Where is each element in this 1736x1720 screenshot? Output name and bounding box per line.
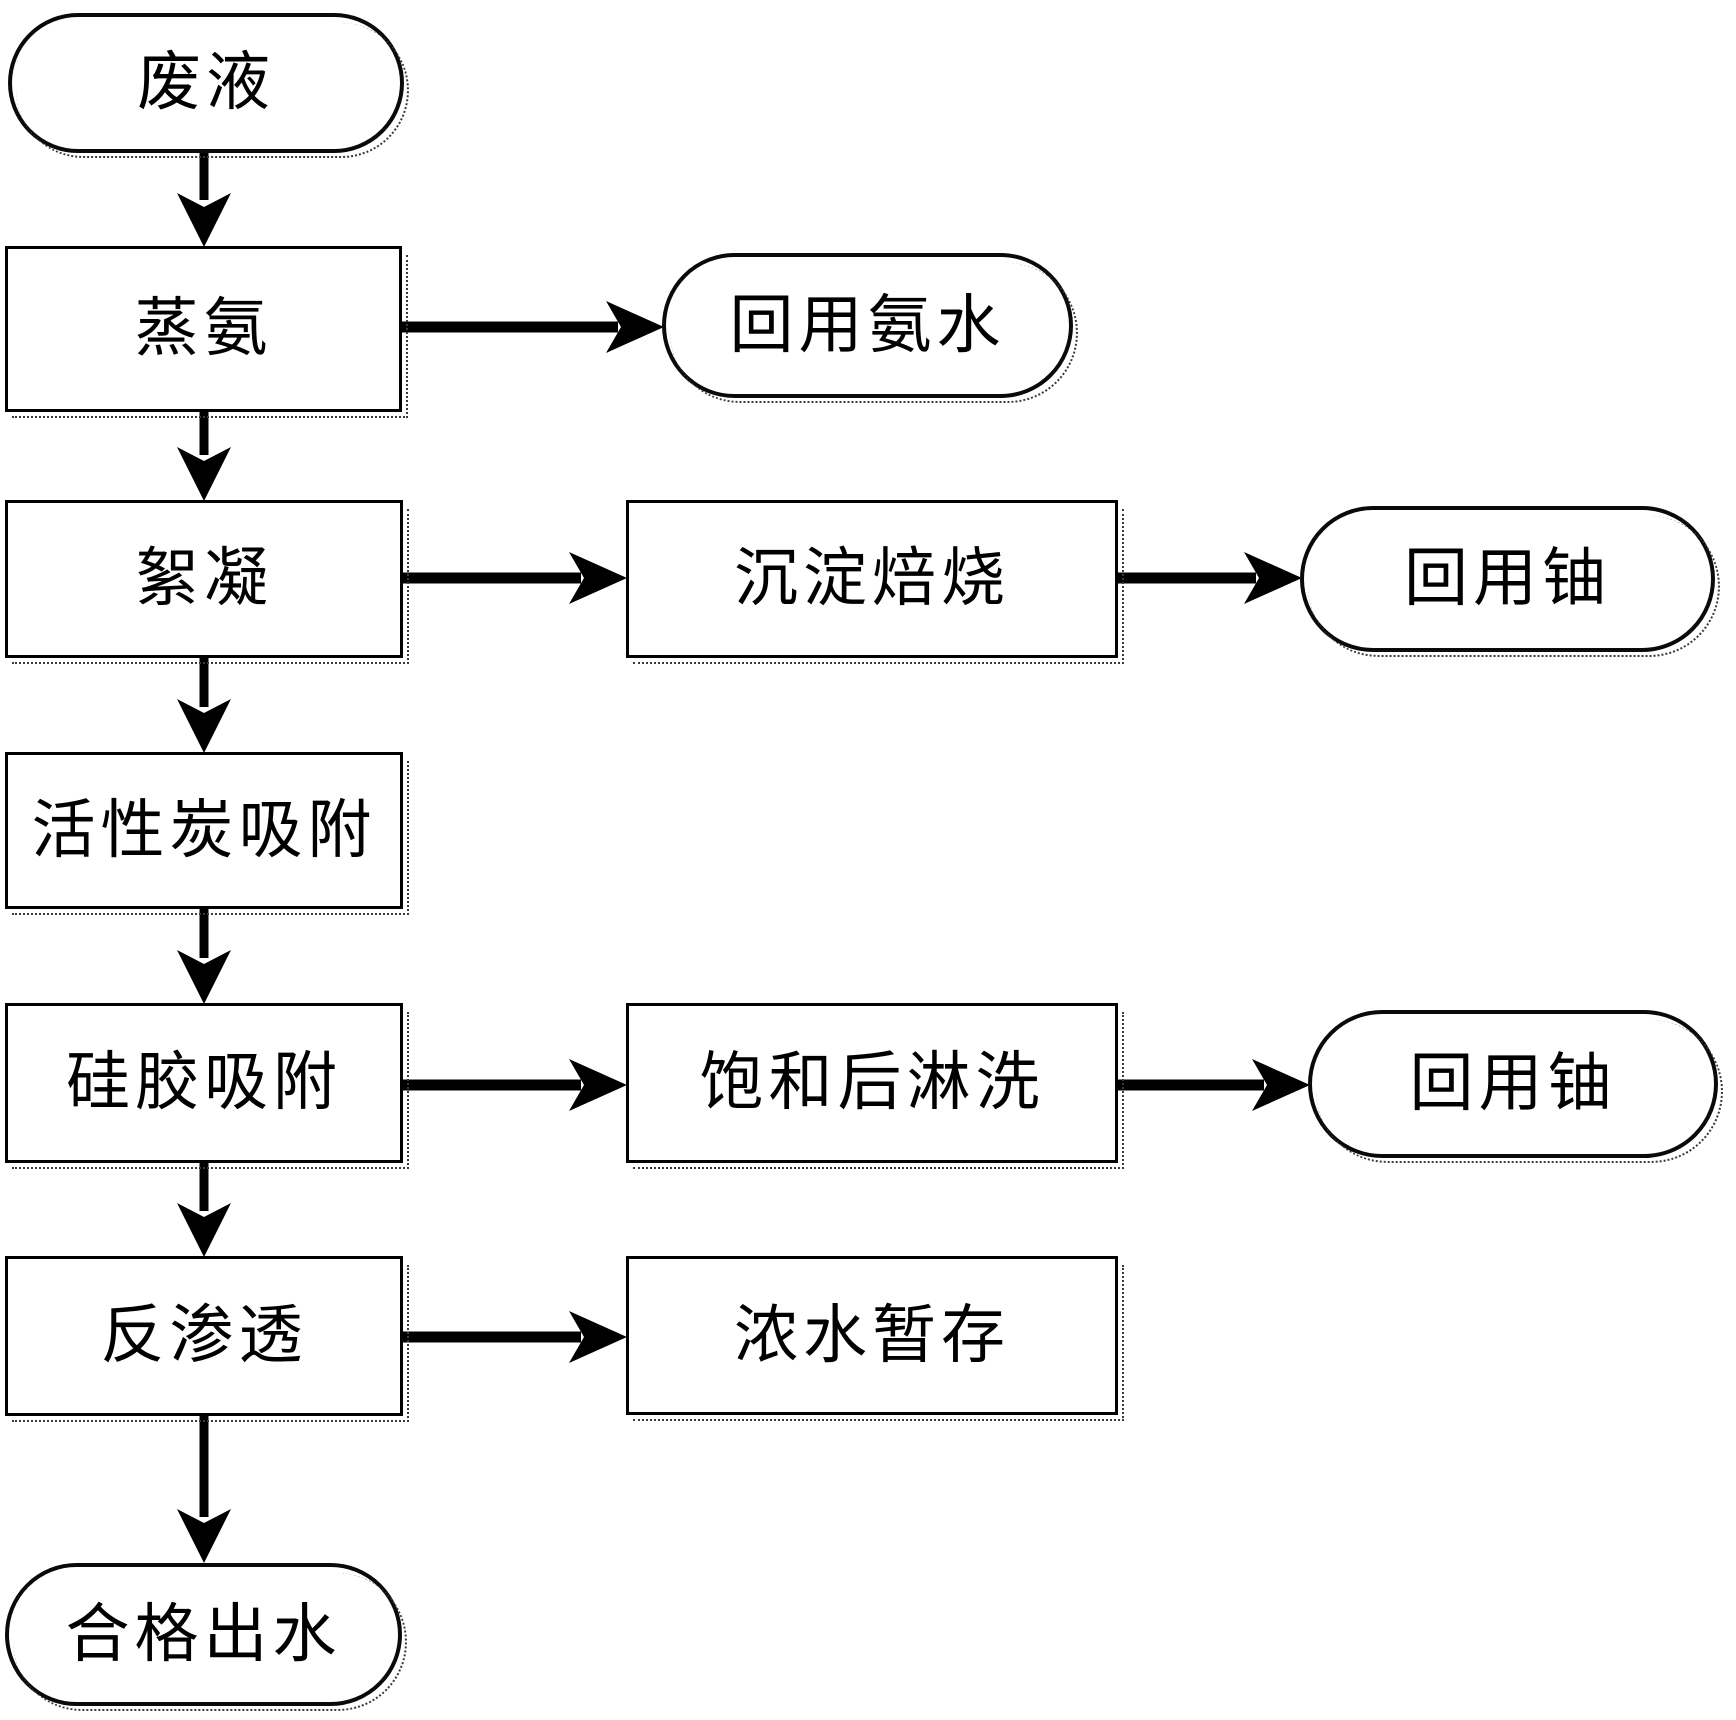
node-rinse-after-saturation-label: 饱和后淋洗 [699, 1046, 1045, 1120]
node-qualified-effluent-label: 合格出水 [65, 1597, 342, 1672]
node-concentrate-water-storage: 浓水暂存 [626, 1256, 1124, 1421]
arrow-activated-carbon-adsorption-to-silica-gel-adsorption [177, 906, 231, 1004]
node-reuse-uranium-2-label: 回用铀 [1409, 1047, 1617, 1121]
node-reverse-osmosis: 反渗透 [5, 1256, 409, 1422]
node-ammonia-distillation-label: 蒸氨 [134, 292, 273, 366]
arrow-ammonia-distillation-to-reuse-ammonia-water [399, 301, 664, 353]
arrow-rinse-after-saturation-to-reuse-uranium-2 [1114, 1059, 1310, 1111]
arrow-precipitate-roasting-to-reuse-uranium-1 [1114, 552, 1302, 604]
node-activated-carbon-adsorption-label: 活性炭吸附 [31, 793, 377, 868]
node-reuse-uranium-2: 回用铀 [1308, 1010, 1723, 1163]
node-reuse-uranium-1: 回用铀 [1300, 506, 1720, 657]
arrow-waste-liquid-to-ammonia-distillation [177, 150, 231, 247]
node-ammonia-distillation: 蒸氨 [5, 246, 408, 418]
node-reuse-ammonia-water: 回用氨水 [662, 253, 1078, 403]
arrow-reverse-osmosis-to-qualified-effluent [177, 1414, 231, 1563]
node-waste-liquid: 废液 [8, 13, 409, 158]
node-qualified-effluent: 合格出水 [5, 1563, 407, 1711]
node-activated-carbon-adsorption: 活性炭吸附 [5, 752, 409, 915]
node-flocculation-label: 絮凝 [135, 542, 273, 616]
node-precipitate-roasting: 沉淀焙烧 [626, 500, 1124, 664]
node-reuse-ammonia-water-label: 回用氨水 [729, 288, 1006, 363]
node-rinse-after-saturation: 饱和后淋洗 [626, 1003, 1124, 1169]
arrow-flocculation-to-precipitate-roasting [399, 552, 627, 604]
node-silica-gel-adsorption: 硅胶吸附 [5, 1003, 409, 1169]
arrow-reverse-osmosis-to-concentrate-water-storage [399, 1311, 627, 1363]
node-concentrate-water-storage-label: 浓水暂存 [734, 1298, 1010, 1373]
arrow-flocculation-to-activated-carbon-adsorption [177, 654, 231, 753]
node-silica-gel-adsorption-label: 硅胶吸附 [66, 1046, 342, 1120]
node-waste-liquid-label: 废液 [137, 46, 275, 120]
arrow-silica-gel-adsorption-to-reverse-osmosis [177, 1160, 231, 1257]
node-precipitate-roasting-label: 沉淀焙烧 [734, 542, 1010, 616]
node-flocculation: 絮凝 [5, 500, 409, 664]
node-reuse-uranium-1-label: 回用铀 [1404, 542, 1611, 616]
node-reverse-osmosis-label: 反渗透 [100, 1299, 308, 1373]
arrow-silica-gel-adsorption-to-rinse-after-saturation [399, 1059, 627, 1111]
arrow-ammonia-distillation-to-flocculation [177, 408, 231, 501]
